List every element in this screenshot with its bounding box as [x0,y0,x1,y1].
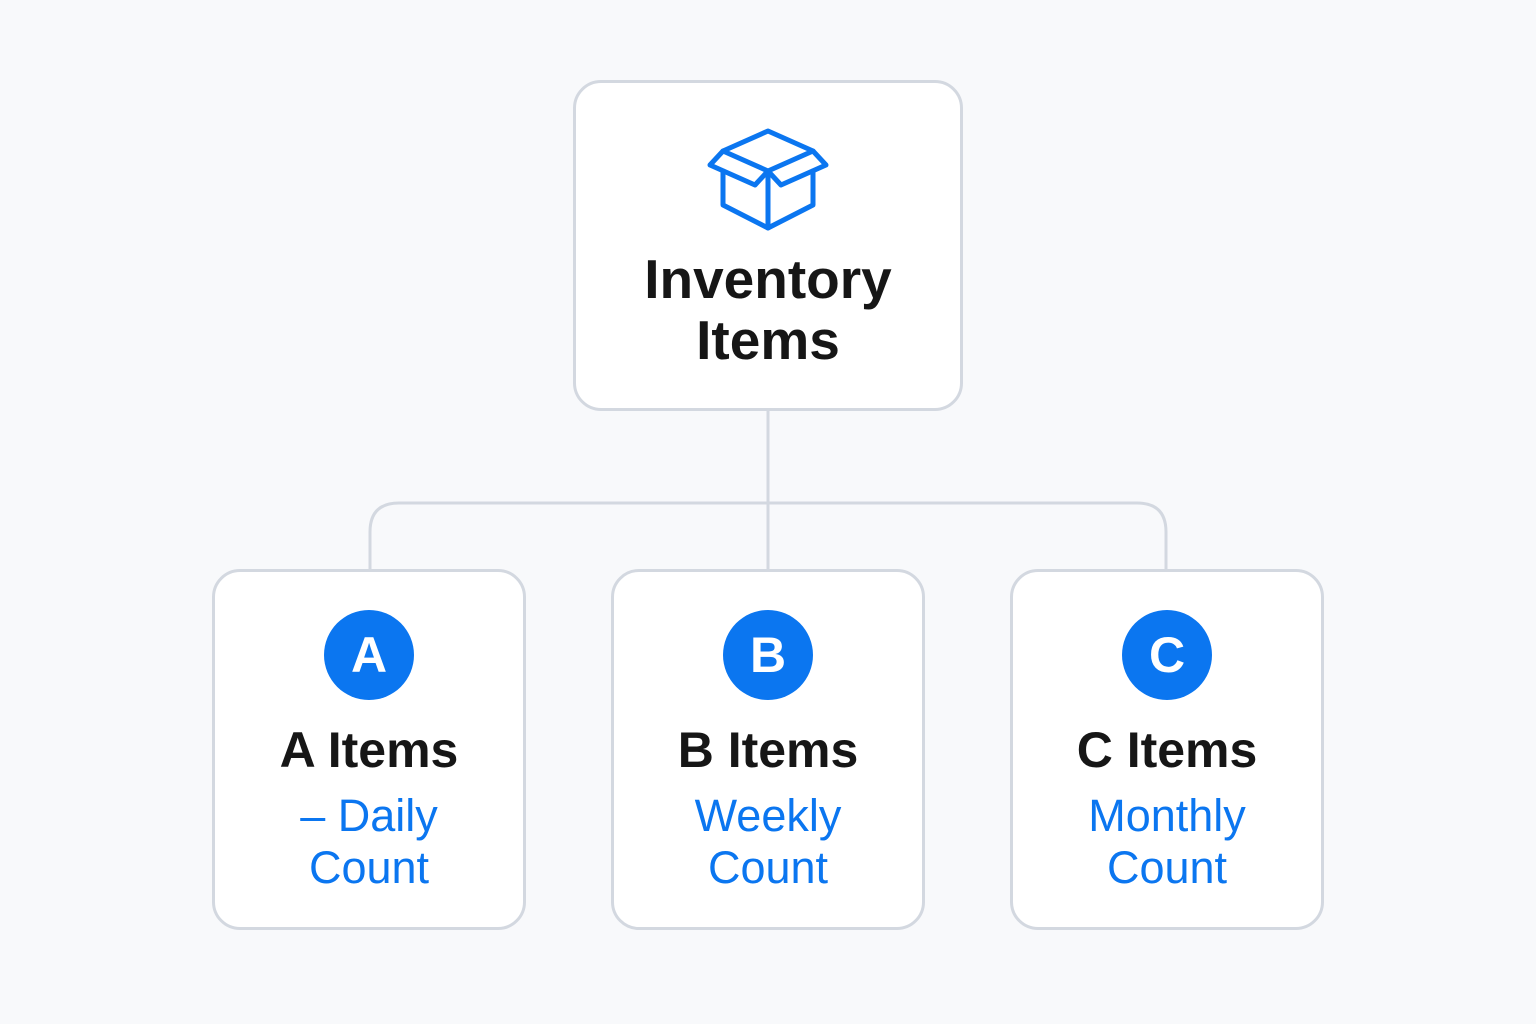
child-a-label: A Items [279,722,459,778]
badge-a: A [324,610,414,700]
connector-branch-a [368,501,770,571]
child-c-label: C Items [1076,722,1258,778]
badge-c: C [1122,610,1212,700]
child-a-subtitle: – Daily Count [300,790,438,893]
child-c-subtitle: Monthly Count [1088,790,1246,893]
root-node-inventory-items: Inventory Items [573,80,963,411]
child-b-subtitle: Weekly Count [694,790,842,893]
connector-branch-c [766,501,1168,571]
root-title: Inventory Items [644,248,892,371]
badge-b: B [723,610,813,700]
open-box-icon [707,128,829,231]
child-node-c-items: C C Items Monthly Count [1010,569,1324,930]
child-node-b-items: B B Items Weekly Count [611,569,925,930]
child-b-label: B Items [677,722,859,778]
child-node-a-items: A A Items – Daily Count [212,569,526,930]
